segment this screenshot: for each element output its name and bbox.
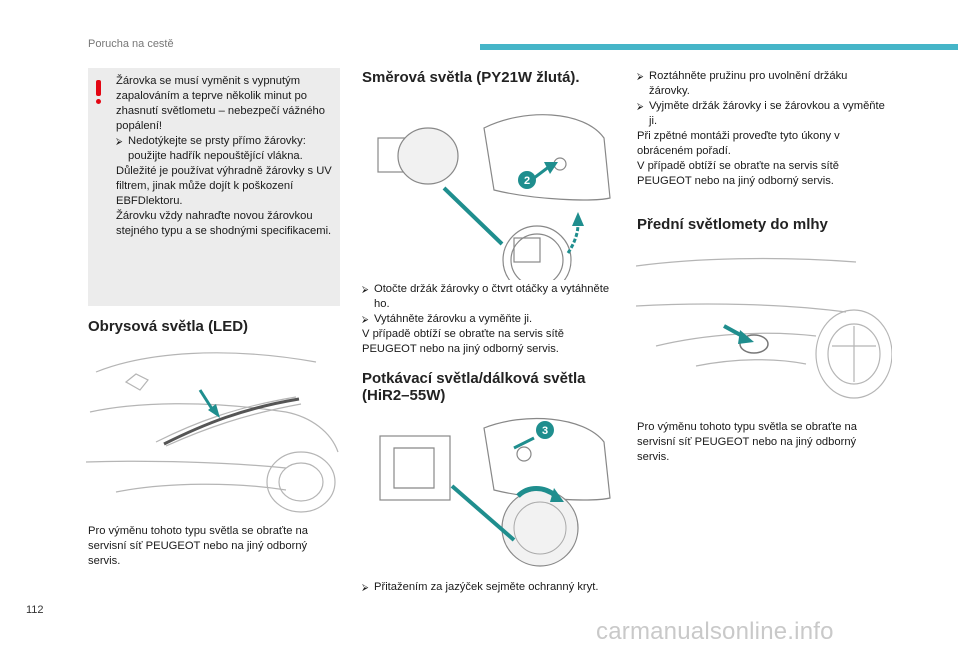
bullet-icon: ⮚: [116, 136, 123, 146]
car-front-fog-drawing: [636, 257, 892, 399]
heading-led-lights: Obrysová světla (LED): [88, 318, 249, 335]
led-lights-text: Pro výměnu tohoto typu světla se obraťte…: [88, 525, 308, 567]
heading-low-high-beam: Potkávací světla/dálková světla (HiR2–55…: [362, 370, 586, 404]
section-title: Porucha na cestě: [88, 38, 174, 50]
headlight-bullet-1: ⮚Přitažením za jazýček sejměte ochranný …: [362, 581, 599, 593]
section-accent-bar: [480, 44, 958, 50]
warning-bullet-1: ⮚Nedotýkejte se prsty přímo žárovky: pou…: [116, 135, 306, 162]
headlight-illustration: 3: [364, 408, 620, 578]
warning-line-2: Důležité je používat výhradně žárovky s …: [116, 165, 332, 207]
bullet-icon: ⮚: [637, 71, 644, 81]
fog-lights-text: Pro výměnu tohoto typu světla se obraťte…: [637, 421, 857, 463]
right-bullet-2: ⮚Vyjměte držák žárovky i se žárovkou a v…: [637, 100, 885, 127]
heading-fog-lights: Přední světlomety do mlhy: [637, 216, 828, 233]
exclamation-icon: [94, 80, 102, 104]
headlight-continued-instructions: ⮚Roztáhněte pružinu pro uvolnění držáku …: [637, 69, 887, 189]
page-number: 112: [26, 604, 44, 616]
headlight-drawing: 3: [379, 417, 611, 567]
turn-signal-instructions: ⮚Otočte držák žárovky o čtvrt otáčky a v…: [362, 282, 612, 357]
headlight-instructions: ⮚Přitažením za jazýček sejměte ochranný …: [362, 580, 612, 595]
bullet-icon: ⮚: [362, 582, 369, 592]
callout-2: 2: [524, 175, 530, 187]
bullet-icon: ⮚: [362, 284, 369, 294]
reassembly-text: Při zpětné montáži proveďte tyto úkony v…: [637, 130, 840, 157]
turn-signal-bullet-2: ⮚Vytáhněte žárovku a vyměňte ji.: [362, 313, 533, 325]
turn-signal-drawing: 2: [377, 114, 611, 280]
car-front-led-drawing: [86, 352, 339, 513]
right-bullet-1: ⮚Roztáhněte pružinu pro uvolnění držáku …: [637, 70, 848, 97]
callout-3: 3: [542, 425, 548, 437]
heading-turn-signals: Směrová světla (PY21W žlutá).: [362, 69, 580, 86]
turn-signal-bullet-1: ⮚Otočte držák žárovky o čtvrt otáčky a v…: [362, 283, 610, 310]
warning-line-3: Žárovku vždy nahraďte novou žárovkou ste…: [116, 210, 332, 237]
warning-line-1: Žárovka se musí vyměnit s vypnutým zapal…: [116, 75, 325, 132]
led-lights-illustration: [86, 342, 342, 514]
right-service-text: V případě obtíží se obraťte na servis sí…: [637, 160, 839, 187]
bullet-icon: ⮚: [637, 101, 644, 111]
watermark: carmanualsonline.info: [596, 618, 834, 645]
turn-signal-illustration: 2: [364, 98, 620, 280]
warning-box: [88, 68, 340, 306]
warning-text: Žárovka se musí vyměnit s vypnutým zapal…: [116, 74, 336, 239]
fog-lights-illustration: [636, 246, 892, 406]
bullet-icon: ⮚: [362, 314, 369, 324]
turn-signal-service-text: V případě obtíží se obraťte na servis sí…: [362, 328, 564, 355]
